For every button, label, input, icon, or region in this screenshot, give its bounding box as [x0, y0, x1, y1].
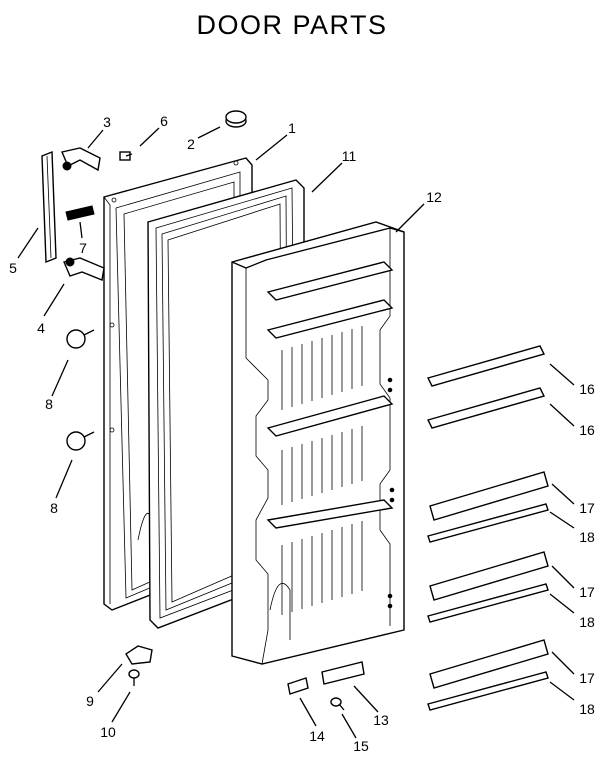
callout-4: 4 [37, 320, 45, 336]
callout-5: 5 [9, 260, 17, 276]
callout-8-upper: 8 [45, 396, 53, 412]
callout-10: 10 [100, 724, 116, 740]
callout-8-lower: 8 [50, 500, 58, 516]
callout-17-3: 17 [579, 670, 595, 686]
door-bracket-left [287, 677, 309, 695]
shelf-rail-1 [427, 471, 549, 543]
callout-2: 2 [187, 136, 195, 152]
shelf-bar-lower [426, 387, 546, 429]
shelf-rail-3 [427, 639, 549, 711]
callout-1: 1 [288, 120, 296, 136]
door-stop-upper [66, 329, 95, 349]
callout-7: 7 [79, 240, 87, 256]
callout-16-upper: 16 [579, 381, 595, 397]
center-hinge [63, 257, 105, 281]
label-plate [65, 205, 95, 221]
hinge-pin-screw [119, 151, 133, 161]
callout-12: 12 [426, 189, 442, 205]
callout-9: 9 [86, 693, 94, 709]
callout-15: 15 [353, 738, 369, 754]
callout-11: 11 [342, 148, 357, 164]
callout-14: 14 [309, 728, 325, 744]
top-hinge [61, 147, 101, 172]
callout-13: 13 [373, 712, 389, 728]
door-bracket-right [321, 661, 365, 685]
callout-3: 3 [103, 114, 111, 130]
callout-6: 6 [160, 113, 168, 129]
door-stop-lower [66, 431, 95, 451]
bracket-screw [330, 697, 345, 711]
door-trim-strip [41, 150, 57, 264]
callout-17-2: 17 [579, 584, 595, 600]
callout-18-1: 18 [579, 529, 595, 545]
callout-labels: 1 2 3 6 11 12 5 7 4 8 8 9 10 13 14 15 16… [9, 113, 595, 754]
shelf-bar-upper [426, 345, 546, 387]
callout-17-1: 17 [579, 500, 595, 516]
inner-door-liner [231, 221, 405, 665]
shelf-rail-2 [427, 551, 549, 623]
leader-lines [17, 126, 575, 739]
bottom-hinge [125, 645, 153, 665]
diagram-title: DOOR PARTS [196, 10, 387, 40]
callout-18-3: 18 [579, 701, 595, 717]
callout-18-2: 18 [579, 614, 595, 630]
hole-plug [225, 110, 247, 128]
callout-16-lower: 16 [579, 422, 595, 438]
hinge-screw [128, 669, 140, 686]
